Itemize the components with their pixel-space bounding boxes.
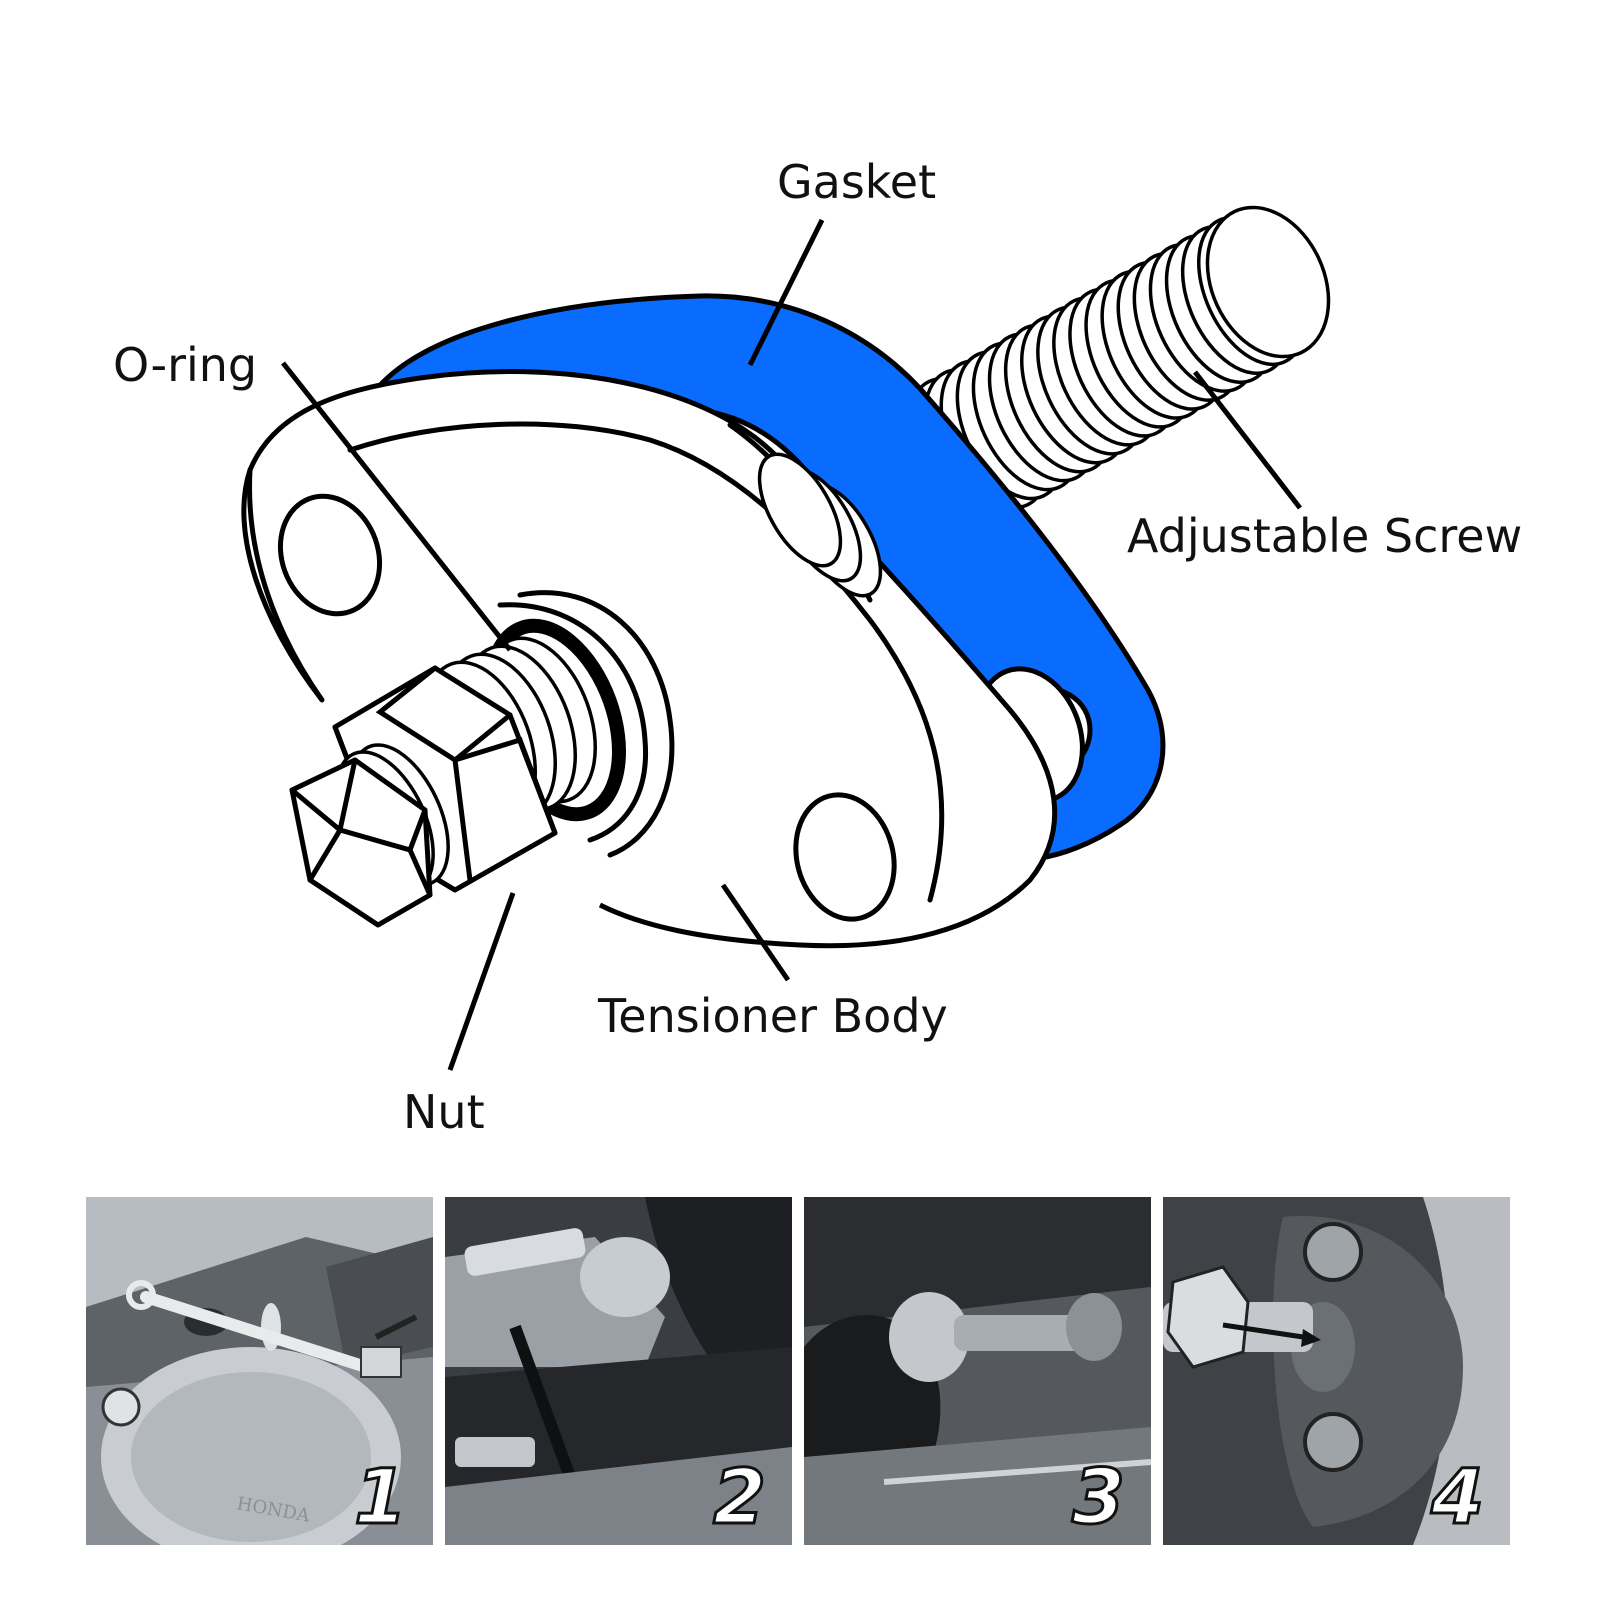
step-number-2: 2 <box>712 1452 768 1541</box>
screw-end-cap <box>1205 205 1331 359</box>
step-photo-1: HONDA 1 <box>86 1197 433 1545</box>
o-ring-label: O-ring <box>113 338 257 392</box>
step-number-4: 4 <box>1430 1452 1486 1541</box>
bolt-hole-bottom <box>793 792 897 922</box>
tensioner-body-label: Tensioner Body <box>597 989 948 1043</box>
gasket-label: Gasket <box>777 155 936 209</box>
bolt-hole-left <box>277 493 383 617</box>
gasket-shape <box>369 293 1166 861</box>
adjustable-screw-leader <box>1193 370 1302 510</box>
tensioner-diagram: Gasket O-ring Adjustable Screw Tensioner… <box>113 155 1522 1139</box>
hex-head <box>289 757 433 928</box>
nut-leader <box>447 892 516 1071</box>
step-number-1: 1 <box>353 1452 409 1541</box>
gasket-leader <box>747 218 825 367</box>
step-number-3: 3 <box>1071 1452 1127 1541</box>
body-edge-left <box>247 467 325 703</box>
nut-label: Nut <box>403 1085 485 1139</box>
tensioner-body-leader <box>720 883 791 982</box>
step-photo-strip: HONDA 1 2 3 <box>86 1197 1540 1545</box>
inner-threads <box>757 452 883 598</box>
adjustable-screw-label: Adjustable Screw <box>1127 509 1522 563</box>
step-photo-2: 2 <box>445 1197 792 1545</box>
boss-ring-outer-2 <box>497 602 649 843</box>
boss-ring-outer <box>517 590 675 858</box>
o-ring-leader <box>281 361 512 652</box>
step-photo-3: 3 <box>804 1197 1151 1545</box>
step-photo-4: 4 <box>1163 1197 1510 1545</box>
